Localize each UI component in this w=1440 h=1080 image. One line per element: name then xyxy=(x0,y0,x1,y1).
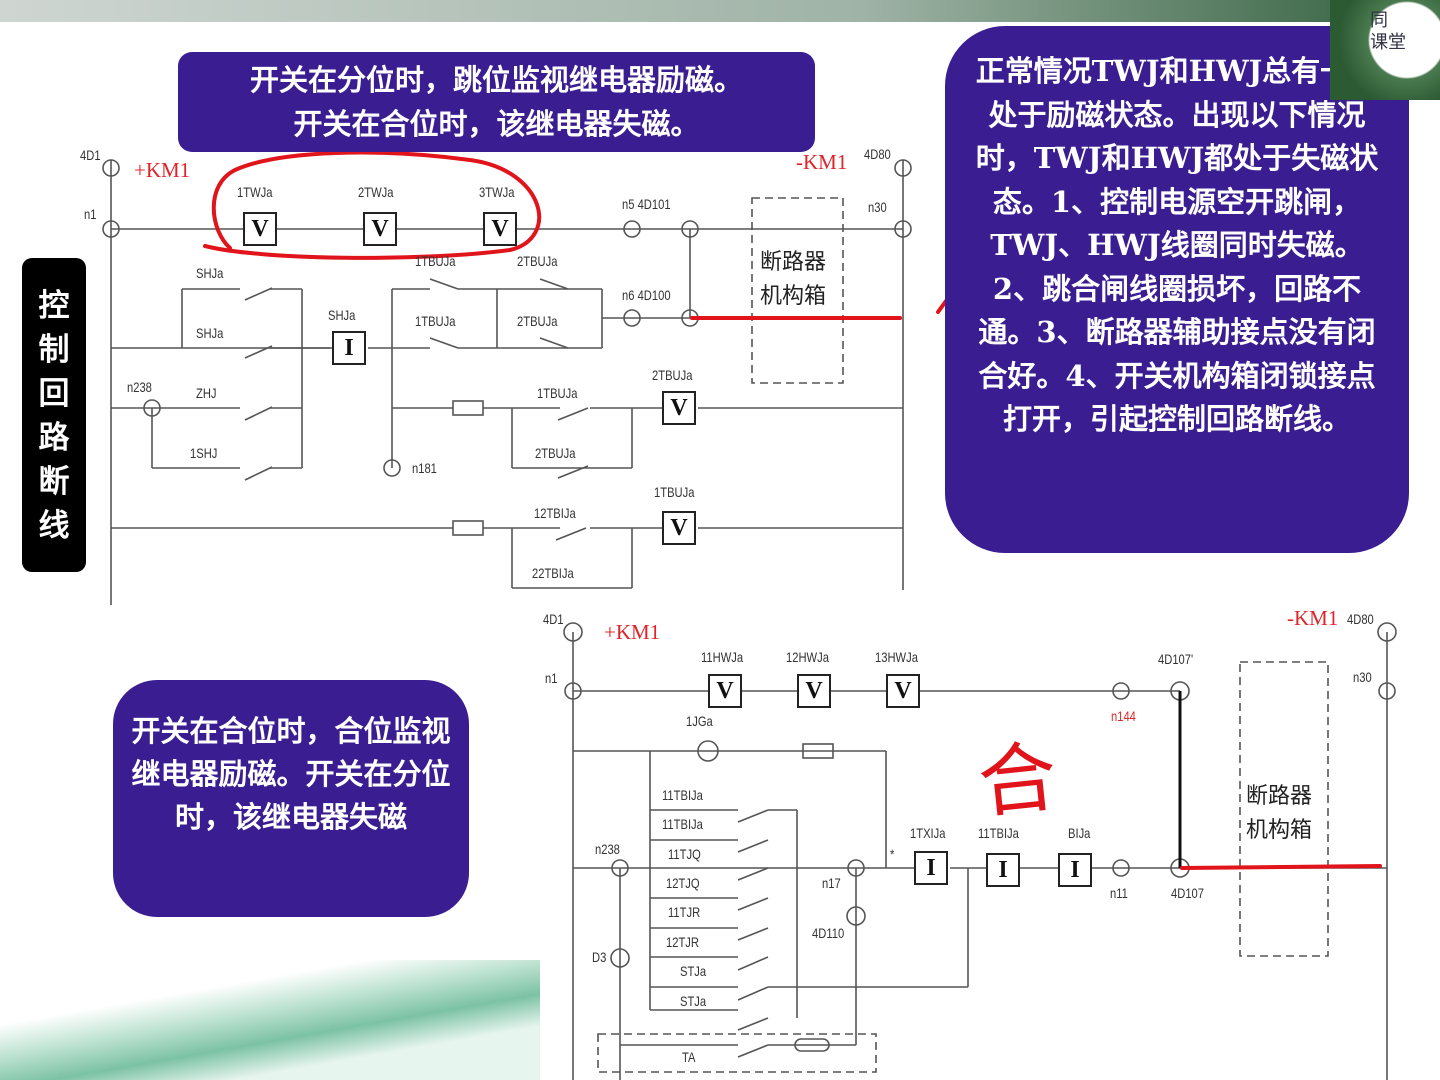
label-t1tbu3: 1TBUJa xyxy=(537,385,578,401)
label-bkm1n: -KM1 xyxy=(1287,606,1339,630)
label-t4d1: 4D1 xyxy=(80,147,101,163)
label-tn30: n30 xyxy=(868,199,887,215)
label-t1tbu4: 1TBUJa xyxy=(654,484,695,500)
callout-top: 开关在分位时，跳位监视继电器励磁。开关在合位时，该继电器失磁。 xyxy=(178,52,815,152)
callout-right: 正常情况TWJ和HWJ总有一个处于励磁状态。出现以下情况时，TWJ和HWJ都处于… xyxy=(945,26,1409,553)
label-bd3: D3 xyxy=(592,949,607,965)
label-b12tjr: 12TJR xyxy=(666,934,699,950)
label-b11tjr: 11TJR xyxy=(668,904,701,920)
label-b1txi: 1TXIJa xyxy=(910,825,946,841)
label-bkm1p: +KM1 xyxy=(604,620,661,644)
label-tn1: n1 xyxy=(84,206,97,222)
label-t2tbu1: 2TBUJa xyxy=(517,253,558,269)
label-t1twja: 1TWJa xyxy=(237,184,273,200)
label-b1jga: 1JGa xyxy=(686,713,713,729)
breaker-box-label-top: 断路器机构箱 xyxy=(760,250,827,309)
relay-coil-11tbi: I xyxy=(986,853,1020,887)
label-tshja2: SHJa xyxy=(196,325,224,341)
label-bstar: * xyxy=(890,846,895,862)
relay-coil-3twj: V xyxy=(483,212,517,246)
label-t2tbu2: 2TBUJa xyxy=(517,313,558,329)
callout-bottom-left: 开关在合位时，合位监视继电器励磁。开关在分位时，该继电器失磁 xyxy=(113,680,469,917)
relay-coil-12hwj: V xyxy=(797,674,831,708)
logo: 同 课堂 xyxy=(1330,0,1440,100)
relay-coil-13hwj: V xyxy=(886,674,920,708)
logo-text: 同 课堂 xyxy=(1370,10,1406,53)
label-b11hwj: 11HWJa xyxy=(701,649,744,665)
label-tshja1: SHJa xyxy=(196,265,224,281)
relay-coil-11hwj: V xyxy=(708,674,742,708)
label-bn17: n17 xyxy=(822,875,841,891)
label-bn11: n11 xyxy=(1110,885,1128,901)
label-tshja3: SHJa xyxy=(328,307,356,323)
breaker-box-label-bottom: 断路器机构箱 xyxy=(1246,784,1313,843)
label-tn181: n181 xyxy=(412,460,437,476)
label-bn238: n238 xyxy=(595,841,620,857)
label-bn144: n144 xyxy=(1111,708,1136,724)
label-bta: TA xyxy=(682,1049,696,1065)
relay-coil-2twj: V xyxy=(363,212,397,246)
label-t1tbu2: 1TBUJa xyxy=(415,313,456,329)
label-tn238: n238 xyxy=(127,379,152,395)
label-b4d80: 4D80 xyxy=(1347,611,1374,627)
label-b13hwj: 13HWJa xyxy=(875,649,918,665)
relay-coil-1txi: I xyxy=(914,851,948,885)
slide-top-bar xyxy=(0,0,1440,22)
relay-coil-1twj: V xyxy=(243,212,277,246)
relay-coil-shj: I xyxy=(332,331,366,365)
label-tn6: n6 4D100 xyxy=(622,287,671,303)
label-tzhj: ZHJ xyxy=(196,385,217,401)
label-tkm1p: +KM1 xyxy=(134,158,191,182)
label-t22tbi: 22TBIJa xyxy=(532,565,574,581)
label-tkm1n: -KM1 xyxy=(796,150,848,174)
relay-coil-2tbu: V xyxy=(662,391,696,425)
relay-coil-1tbu: V xyxy=(662,511,696,545)
label-b12tjq: 12TJQ xyxy=(666,875,700,891)
label-t3twja: 3TWJa xyxy=(479,184,515,200)
label-b4d107: 4D107 xyxy=(1171,885,1205,901)
label-t12tbi: 12TBIJa xyxy=(534,505,576,521)
label-bbija: BIJa xyxy=(1068,825,1091,841)
label-t1shj: 1SHJ xyxy=(190,445,218,461)
label-b11tjq: 11TJQ xyxy=(668,846,701,862)
label-b11tbi1: 11TBIJa xyxy=(662,787,703,803)
label-bstja2: STJa xyxy=(680,993,707,1009)
label-tn5: n5 4D101 xyxy=(622,196,671,212)
label-t2twja: 2TWJa xyxy=(358,184,394,200)
label-b4d1: 4D1 xyxy=(543,611,564,627)
label-b11tbi3: 11TBIJa xyxy=(978,825,1019,841)
label-t2tbu3: 2TBUJa xyxy=(652,367,693,383)
label-b12hwj: 12HWJa xyxy=(786,649,829,665)
label-bn30: n30 xyxy=(1353,669,1372,685)
section-label: 控制回路断线 xyxy=(22,258,86,572)
label-b11tbi2: 11TBIJa xyxy=(662,816,703,832)
label-b4d110: 4D110 xyxy=(812,925,845,941)
handwritten-mark: 合 xyxy=(974,732,1062,830)
relay-coil-12tbi: I xyxy=(1058,853,1092,887)
decorative-swoosh xyxy=(0,960,540,1080)
label-t2tbu4: 2TBUJa xyxy=(535,445,576,461)
label-t4d80: 4D80 xyxy=(864,146,891,162)
label-t1tbu1: 1TBUJa xyxy=(415,253,456,269)
label-bstja1: STJa xyxy=(680,963,707,979)
label-bn1: n1 xyxy=(545,670,558,686)
label-b4d107p: 4D107' xyxy=(1158,651,1194,667)
